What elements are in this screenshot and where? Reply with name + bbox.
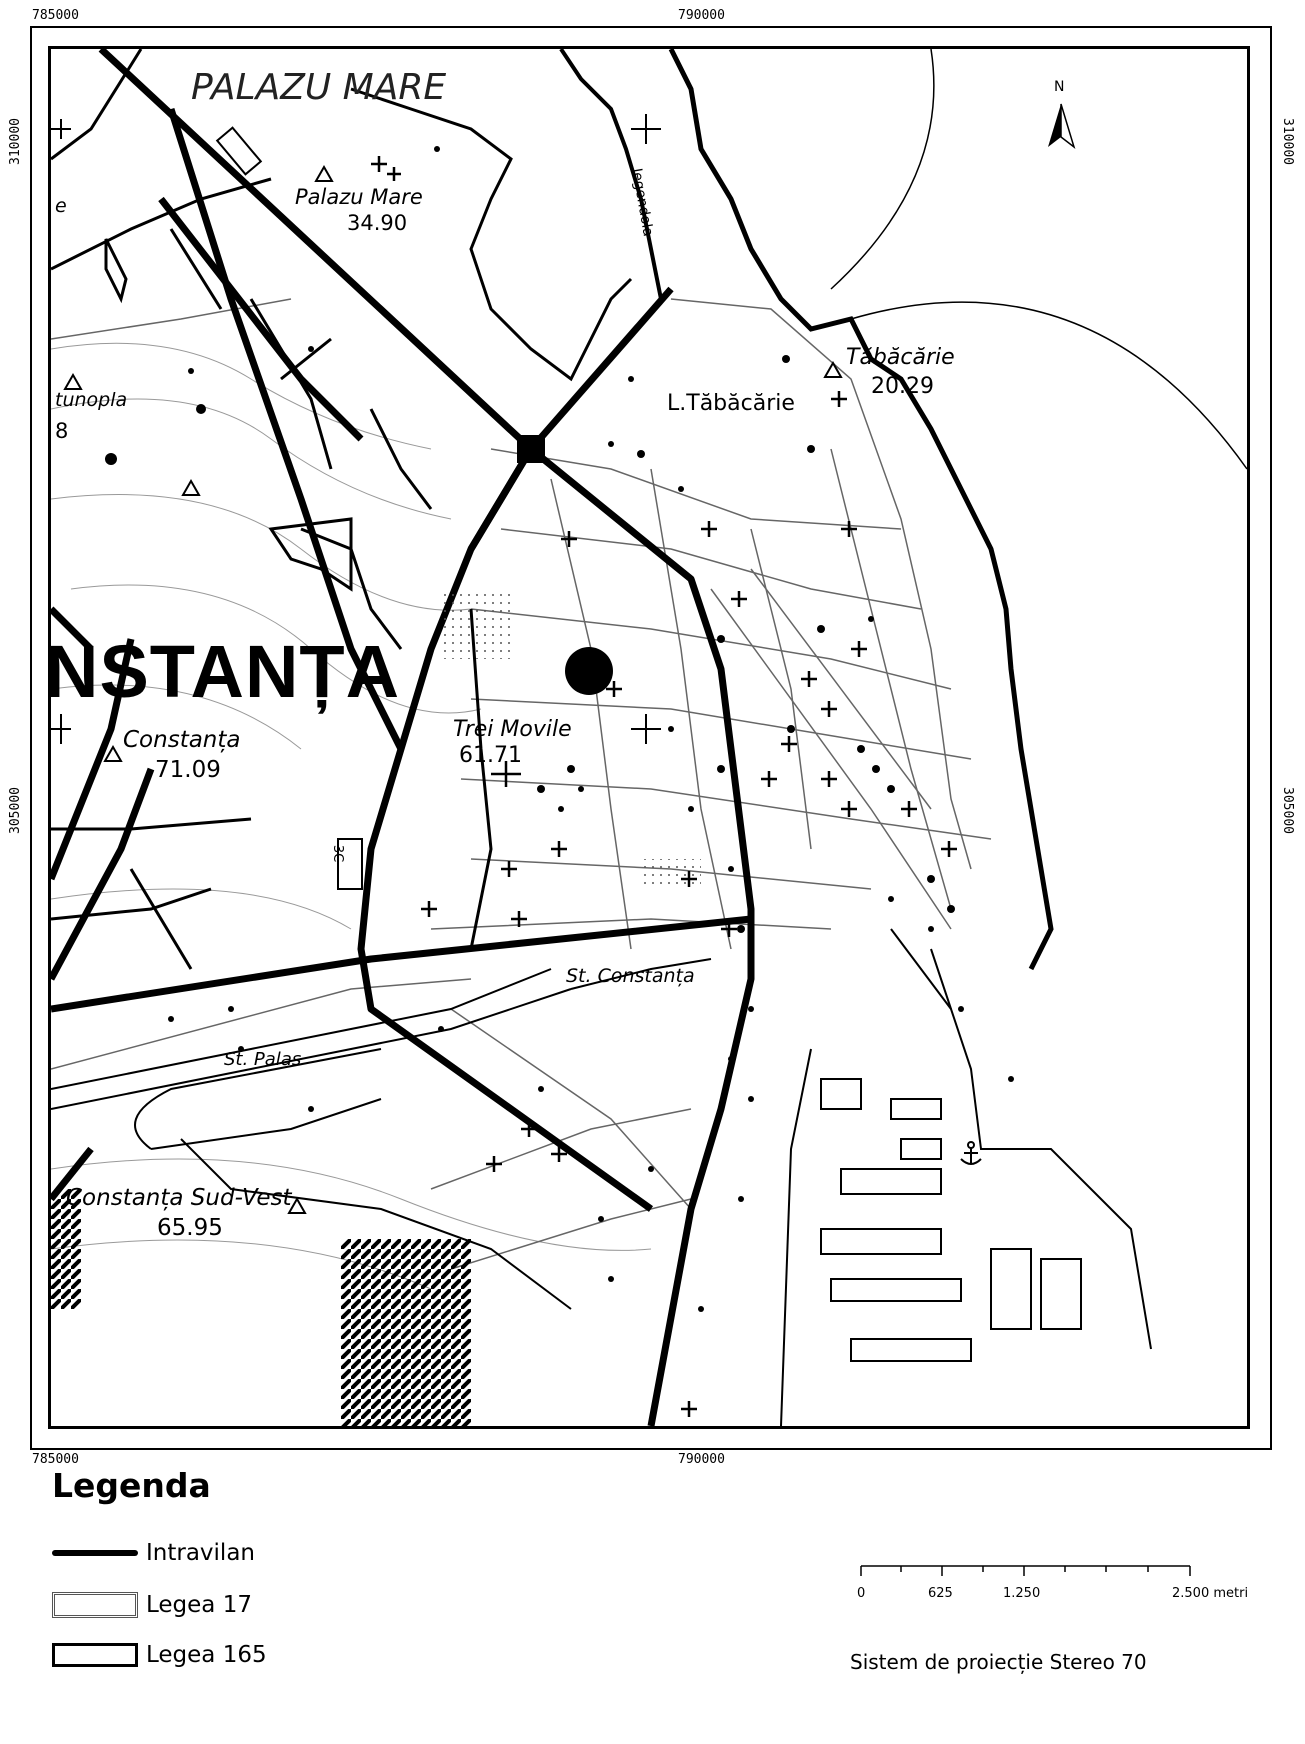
- legend-symbol-legea-17: [52, 1592, 138, 1618]
- industrial-area: [51, 1189, 471, 1426]
- dotted-area-2: [641, 859, 701, 889]
- intersection-marker: [517, 435, 545, 463]
- label-trei-movile: Trei Movile: [453, 717, 572, 742]
- legend-item-legea-17: Legea 17: [52, 1592, 252, 1618]
- label-trei-movile-alt: 61.71: [459, 743, 522, 768]
- coord-right-mid: 305000: [1279, 787, 1295, 834]
- legend-title: Legenda: [52, 1466, 211, 1505]
- scale-bar: [860, 1565, 1191, 1576]
- building-dots: [105, 146, 1014, 1312]
- legend-label: Intravilan: [146, 1540, 255, 1566]
- legend-label: Legea 17: [146, 1592, 252, 1618]
- coord-bottom-left: 785000: [32, 1452, 79, 1467]
- scale-label-0: 0: [857, 1586, 866, 1601]
- coord-top-left: 785000: [32, 8, 79, 23]
- label-left-partial: tunopla: [55, 389, 128, 411]
- coord-right-top: 310000: [1279, 118, 1295, 165]
- lake-palazu: [350, 87, 633, 382]
- dotted-area-1: [441, 589, 511, 659]
- coastline-north: [559, 49, 663, 300]
- label-palazu-mare-alt: 34.90: [347, 211, 408, 235]
- legend-symbol-intravilan: [52, 1550, 138, 1556]
- north-arrow-icon: [1048, 103, 1076, 150]
- label-l-tabacarie: L.Tăbăcărie: [667, 391, 795, 416]
- label-palazu-mare: Palazu Mare: [295, 185, 423, 209]
- label-tabacarie-alt: 20.29: [871, 374, 934, 399]
- church-markers: [371, 156, 957, 1417]
- label-constanta-alt: 71.09: [155, 757, 221, 783]
- legend-item-legea-165: Legea 165: [52, 1642, 267, 1668]
- coord-top-mid: 790000: [678, 8, 725, 23]
- label-palazu-mare-district: PALAZU MARE: [191, 67, 447, 108]
- coord-bottom-mid: 790000: [678, 1452, 725, 1467]
- survey-points: [63, 164, 843, 1214]
- coord-left-top: 310000: [7, 118, 23, 165]
- scale-label-2500: 2.500 metri: [1172, 1586, 1249, 1601]
- coord-left-mid: 305000: [7, 787, 23, 834]
- label-road-marker: 3C: [330, 844, 346, 863]
- outer-frame: [30, 26, 1272, 1450]
- label-left-partial-top: e: [55, 195, 67, 217]
- label-constanta-sv-alt: 65.95: [157, 1215, 223, 1241]
- label-city: NSTANȚA: [48, 630, 401, 713]
- anchor-icon: [960, 1141, 982, 1165]
- map-canvas: [51, 49, 1247, 1426]
- railway: [51, 958, 812, 1426]
- sea: [691, 49, 1247, 1426]
- contour-lines: [51, 342, 652, 1290]
- legend-label: Legea 165: [146, 1642, 267, 1668]
- map-frame: N PALAZU MARE Palazu Mare 34.90 Iegendol…: [48, 46, 1250, 1429]
- legend-symbol-legea-165: [52, 1643, 138, 1667]
- label-tabacarie: Tăbăcărie: [846, 345, 955, 370]
- central-dot: [565, 647, 613, 695]
- grid-crosses: [51, 114, 661, 744]
- label-st-constanta: St. Constanța: [566, 965, 695, 987]
- scale-label-1250: 1.250: [1003, 1586, 1041, 1601]
- label-constanta-sv: Constanța Sud-Vest: [66, 1185, 292, 1211]
- label-constanta: Constanța: [123, 727, 241, 753]
- legend-item-intravilan: Intravilan: [52, 1540, 255, 1566]
- coastline: [668, 49, 1054, 971]
- north-label: N: [1054, 79, 1065, 95]
- secondary-roads: [51, 49, 493, 970]
- port-piers: [820, 928, 1152, 1362]
- projection-label: Sistem de proiecție Stereo 70: [850, 1650, 1147, 1674]
- scale-label-625: 625: [928, 1586, 953, 1601]
- label-st-palas: St. Palas: [224, 1049, 302, 1070]
- label-left-partial-alt: 8: [55, 419, 69, 443]
